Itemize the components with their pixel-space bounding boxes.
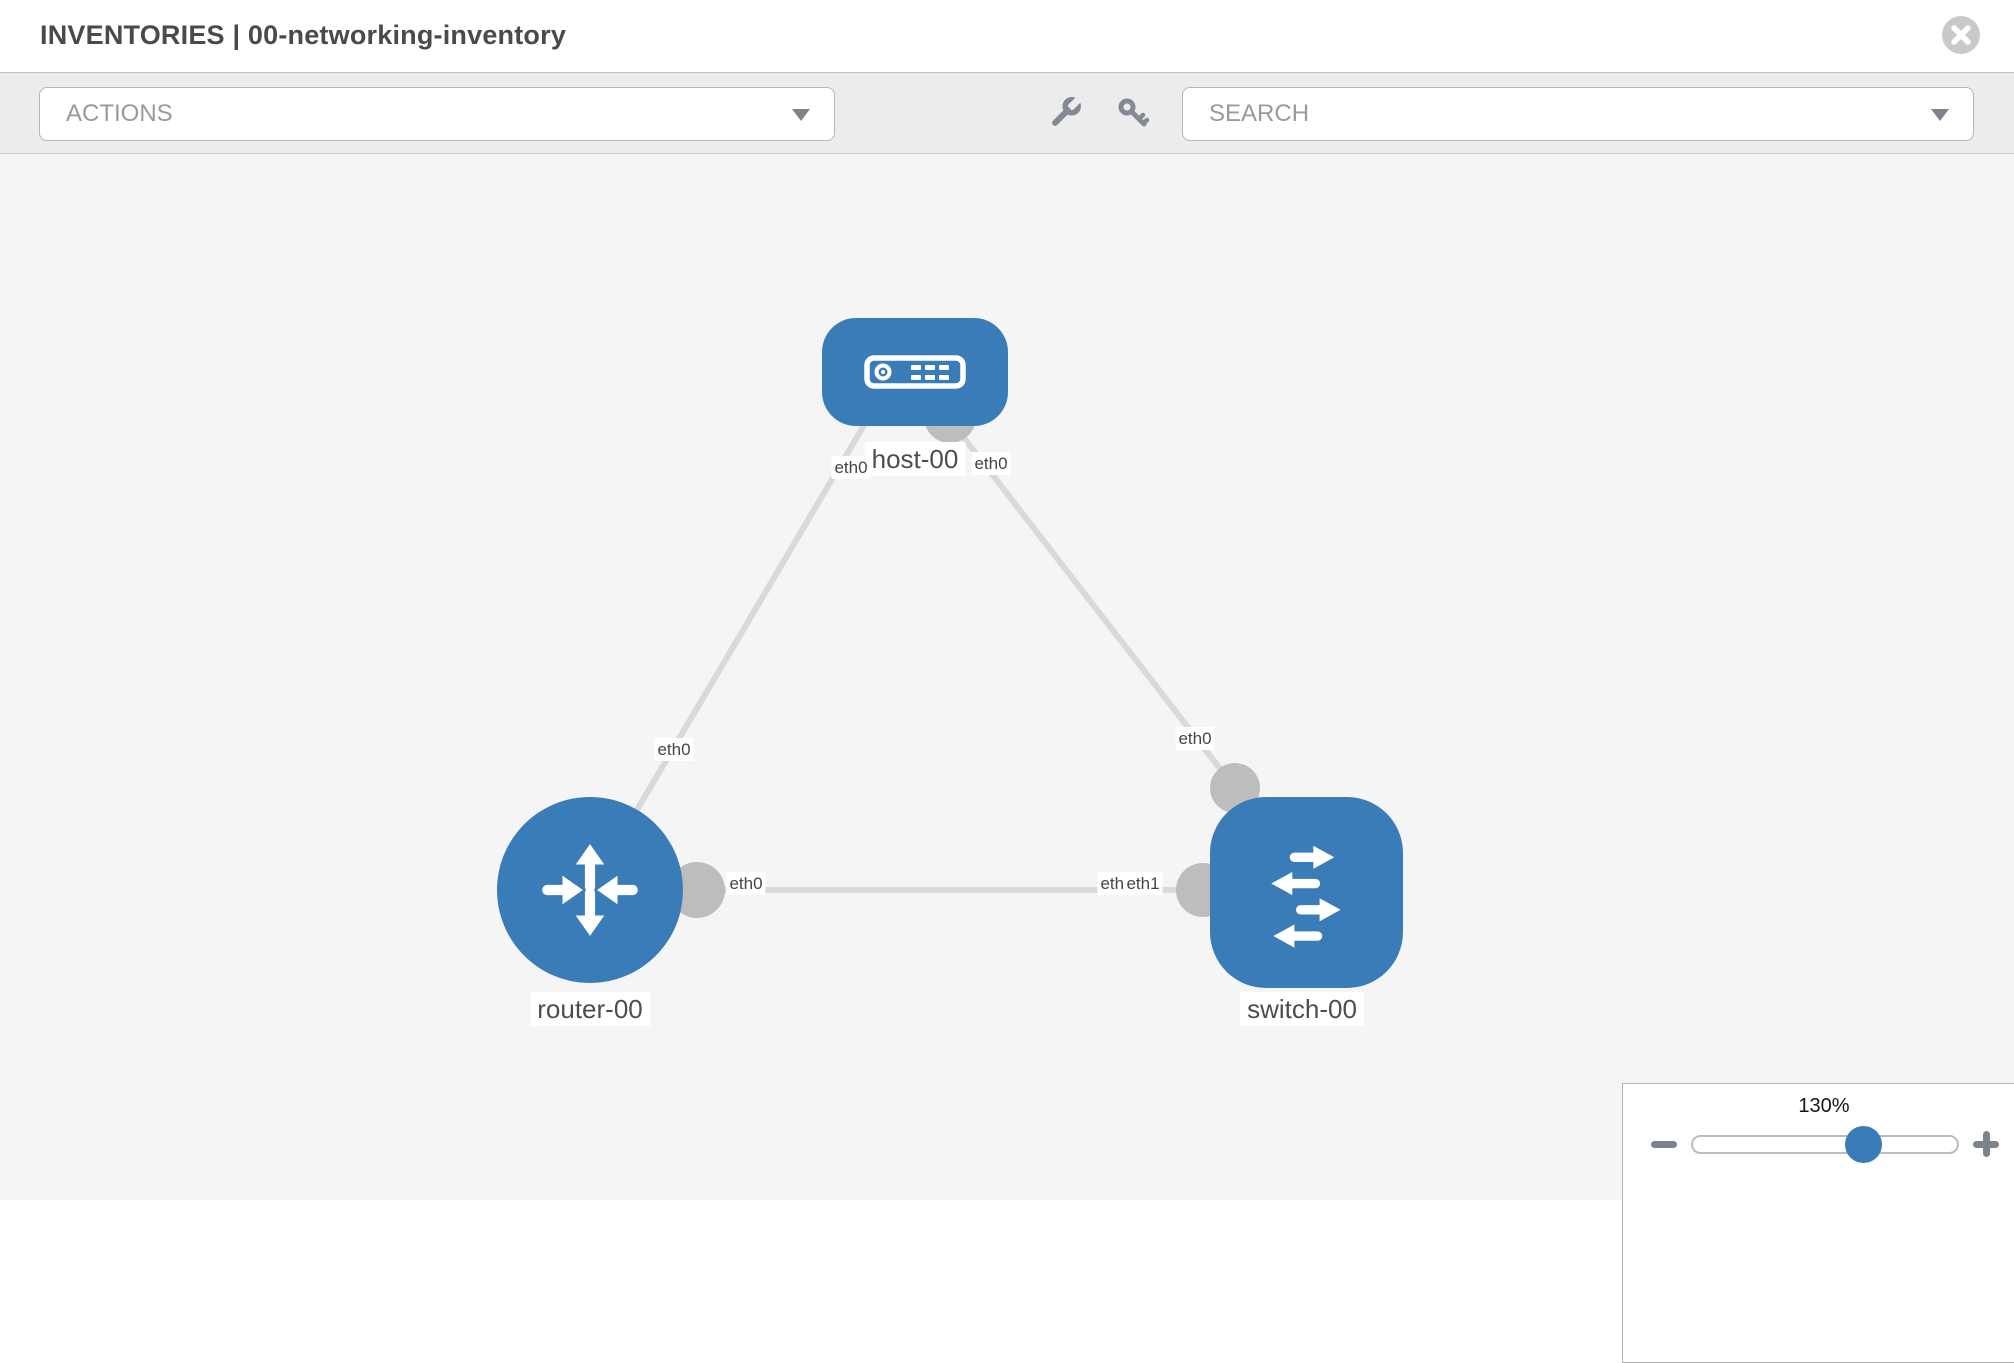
wrench-icon (1052, 97, 1081, 126)
tools-button[interactable] (1046, 94, 1084, 132)
interface-label-eth1: eth1 (1123, 872, 1163, 895)
zoom-in-button[interactable] (1973, 1131, 1999, 1157)
node-label-router: router-00 (530, 992, 650, 1026)
node-label-host: host-00 (864, 442, 966, 476)
close-icon (1951, 25, 1971, 45)
zoom-control-panel: 130% (1622, 1083, 2014, 1363)
topology-links-layer (631, 391, 1260, 918)
toolbar: ACTIONS SEARCH (0, 72, 2014, 154)
search-dropdown[interactable]: SEARCH (1182, 87, 1974, 141)
router-arrows-icon (542, 844, 638, 936)
page-title: INVENTORIES | 00-networking-inventory (40, 20, 567, 50)
zoom-level-value: 130% (1798, 1095, 1850, 1117)
chevron-down-icon (1931, 109, 1949, 121)
credentials-button[interactable] (1114, 94, 1152, 132)
interface-label-eth0: eth0 (726, 872, 766, 895)
link-host-switch[interactable] (947, 418, 1238, 790)
topology-canvas[interactable]: host-00 router-00 switch-00 eth0 eth0 et… (0, 154, 2014, 1363)
zoom-slider-track[interactable] (1691, 1135, 1959, 1154)
close-button[interactable] (1942, 16, 1980, 54)
zoom-slider-handle[interactable] (1845, 1126, 1882, 1163)
interface-label-eth0: eth0 (654, 738, 694, 761)
zoom-out-button[interactable] (1651, 1141, 1677, 1148)
actions-dropdown[interactable]: ACTIONS (39, 87, 835, 141)
actions-dropdown-label: ACTIONS (66, 100, 173, 127)
node-router-00[interactable] (497, 797, 683, 983)
node-switch-00[interactable] (1210, 797, 1403, 988)
key-icon (1118, 98, 1150, 127)
interface-label-eth0: eth0 (971, 452, 1011, 475)
search-dropdown-label: SEARCH (1209, 100, 1310, 127)
chevron-down-icon (792, 109, 810, 121)
interface-label-eth0: eth0 (831, 456, 871, 479)
switch-arrows-icon (1270, 845, 1341, 948)
node-label-switch: switch-00 (1240, 992, 1364, 1026)
interface-label-eth0: eth0 (1175, 727, 1215, 750)
server-icon (864, 355, 966, 389)
interface-connector-router (669, 862, 725, 918)
node-host-00[interactable] (822, 318, 1008, 426)
window-header: INVENTORIES | 00-networking-inventory (0, 0, 2014, 72)
